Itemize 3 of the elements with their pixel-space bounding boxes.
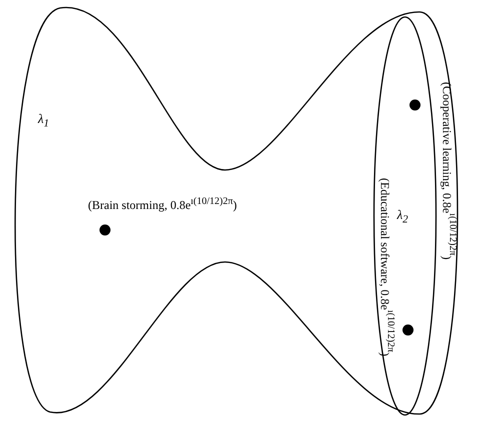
vertex-label: (Brain storming, 0.8e$^{ı(10/12)2π}$) bbox=[88, 196, 237, 212]
hyperedge-label: λ$_{1}$ bbox=[38, 112, 50, 130]
hyperedge-label: λ$_{2}$ bbox=[397, 208, 408, 226]
